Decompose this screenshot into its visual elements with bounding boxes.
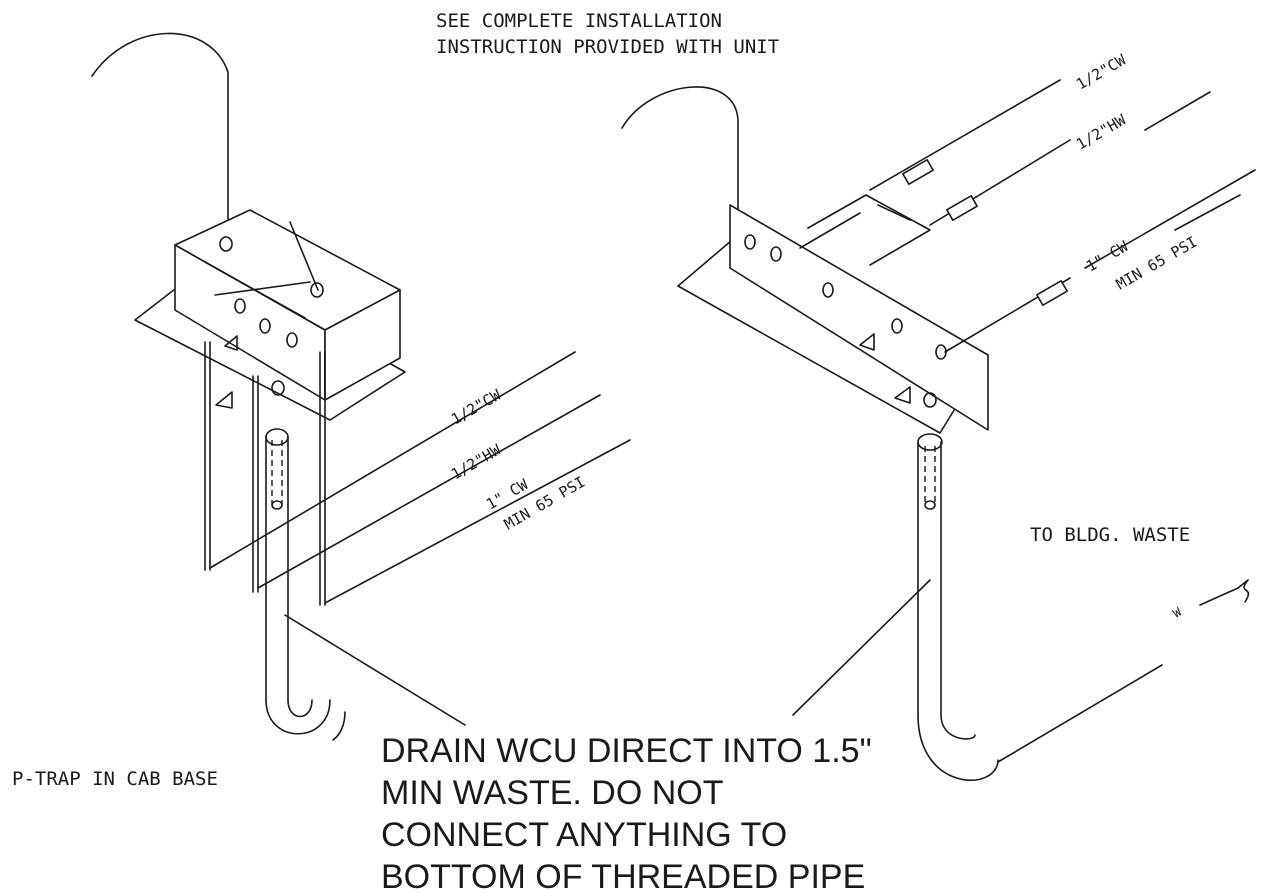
- left-threaded-pipe: [271, 440, 283, 505]
- left-arrow: [215, 391, 233, 409]
- right-back-plate: [729, 204, 989, 431]
- right-arrow: [859, 333, 875, 351]
- right-threaded-end: [924, 500, 936, 510]
- drain-note-line3: CONNECT ANYTHING TO: [381, 816, 787, 854]
- right-p-trap: [917, 714, 999, 781]
- right-manifold: [807, 194, 931, 266]
- left-unit: [91, 32, 631, 741]
- right-valve: [891, 318, 903, 334]
- right-valve: [744, 234, 756, 250]
- left-port: [310, 282, 324, 298]
- right-cw-label: 1/2"CW: [1073, 50, 1130, 93]
- left-pipe: [252, 375, 259, 593]
- left-box-rail: [214, 281, 311, 296]
- left-labels: 1/2"CW 1/2"HW 1" CW MIN 65 PSI: [448, 385, 588, 533]
- left-port: [219, 236, 233, 252]
- to-bldg-waste-label: TO BLDG. WASTE: [1030, 524, 1190, 546]
- left-cable: [91, 32, 229, 231]
- right-supply-line: [1084, 169, 1256, 269]
- left-drain-leader: [284, 614, 466, 726]
- right-cable: [621, 86, 739, 236]
- left-valve: [234, 298, 246, 314]
- left-pipe: [319, 351, 326, 606]
- waste-mark: W: [1171, 604, 1185, 620]
- left-supply-line: [257, 394, 601, 589]
- see-instructions-line1: SEE COMPLETE INSTALLATION: [436, 10, 722, 32]
- right-fitting: [902, 159, 934, 185]
- right-drain-leader: [792, 579, 931, 716]
- drain-note-line1: DRAIN WCU DIRECT INTO 1.5": [381, 732, 872, 770]
- right-supply-line: [1174, 194, 1241, 231]
- right-fitting: [946, 195, 978, 221]
- left-drain-top: [265, 428, 289, 446]
- right-supply-line: [1144, 91, 1211, 131]
- see-instructions-line2: INSTRUCTION PROVIDED WITH UNIT: [436, 36, 779, 58]
- left-leader: [289, 221, 319, 291]
- left-drain-pipe: [265, 436, 289, 701]
- left-supply-line: [324, 439, 631, 604]
- drain-note-line2: MIN WASTE. DO NOT: [381, 774, 724, 812]
- p-trap-label: P-TRAP IN CAB BASE: [12, 768, 218, 790]
- right-manifold-rail: [799, 212, 861, 249]
- right-min-psi-label: MIN 65 PSI: [1113, 233, 1200, 294]
- right-threaded-pipe: [924, 446, 936, 505]
- break-symbol: [1237, 579, 1250, 603]
- left-arrow: [224, 335, 238, 351]
- right-drain-pipe: [917, 441, 942, 716]
- right-waste-line: [1199, 587, 1239, 606]
- right-unit: [621, 79, 1256, 781]
- right-arrow: [894, 386, 911, 404]
- right-valve: [770, 246, 782, 262]
- notes: SEE COMPLETE INSTALLATION INSTRUCTION PR…: [12, 10, 1190, 894]
- left-valve: [286, 332, 298, 348]
- left-drain-port: [271, 380, 285, 396]
- right-supply-line: [869, 79, 1061, 191]
- left-valve: [259, 318, 271, 334]
- left-supply-line: [209, 351, 576, 569]
- left-hw-label: 1/2"HW: [448, 440, 505, 483]
- right-fitting: [1036, 280, 1068, 306]
- right-hw-label: 1/2"HW: [1073, 110, 1130, 153]
- right-drain-port: [923, 392, 937, 408]
- right-manifold-rail: [877, 204, 911, 221]
- left-pipe: [204, 341, 211, 571]
- right-drain-top: [917, 433, 943, 451]
- left-cw-label: 1/2"CW: [448, 385, 505, 428]
- drain-note-line4: BOTTOM OF THREADED PIPE: [381, 858, 865, 894]
- left-threaded-end: [271, 500, 283, 510]
- right-waste-line: [997, 664, 1163, 763]
- left-p-trap-outlet: [332, 711, 346, 741]
- left-p-trap: [265, 699, 331, 735]
- right-valve: [822, 282, 834, 298]
- right-1in-cw-label: 1" CW: [1083, 237, 1132, 276]
